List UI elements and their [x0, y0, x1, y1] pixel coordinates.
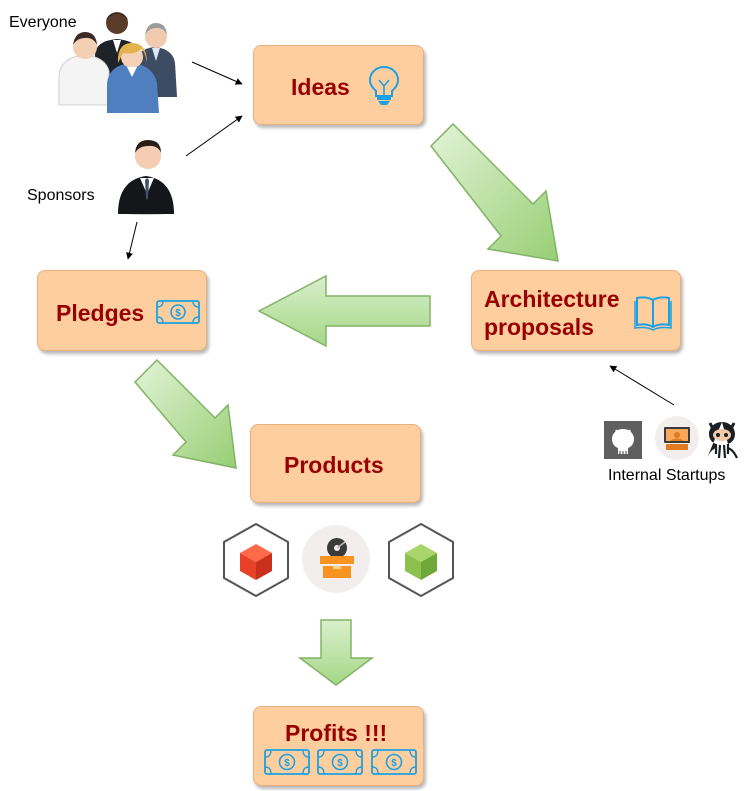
people-group-icon [58, 12, 177, 113]
products-box[interactable]: Products [250, 424, 421, 503]
products-label: Products [284, 452, 384, 478]
architecture-label-line2: proposals [484, 314, 594, 340]
developer-avatar-icon [655, 416, 699, 460]
red-package-icon [223, 522, 289, 598]
svg-text:$: $ [391, 758, 397, 769]
everyone-label: Everyone [9, 14, 77, 31]
svg-text:$: $ [337, 758, 343, 769]
lightbulb-icon [368, 65, 400, 105]
money-bill-icon: $ [156, 300, 200, 324]
arrow-products-to-profits [297, 619, 375, 686]
money-bill-icon: $ [264, 749, 310, 775]
money-bill-icon: $ [317, 749, 363, 775]
businessman-icon [118, 140, 174, 215]
github-square-icon [604, 421, 642, 459]
profits-label: Profits !!! [285, 720, 388, 746]
sponsors-label: Sponsors [27, 187, 95, 204]
arrow-pledges-to-products [133, 358, 237, 469]
connector-everyone-to-ideas [191, 61, 243, 85]
ideas-box[interactable]: Ideas [253, 45, 424, 125]
octocat-icon [707, 422, 738, 459]
connector-sponsors-to-pledges [126, 221, 138, 260]
ideas-label: Ideas [291, 74, 350, 100]
architecture-proposals-box[interactable]: Architecture proposals [471, 270, 681, 351]
profits-box[interactable]: Profits !!! $ $ $ [253, 706, 424, 786]
svg-text:$: $ [175, 308, 181, 319]
architecture-label-line1: Architecture [484, 286, 620, 312]
green-package-icon [388, 522, 454, 598]
software-box-icon [302, 525, 370, 593]
pledges-box[interactable]: Pledges $ [37, 270, 207, 351]
connector-startups-to-architecture [609, 365, 675, 406]
arrow-ideas-to-architecture [430, 122, 559, 262]
connector-sponsors-to-ideas [185, 115, 243, 157]
money-bill-icon: $ [371, 749, 417, 775]
svg-text:$: $ [284, 758, 290, 769]
internal-startups-label: Internal Startups [608, 467, 726, 484]
pledges-label: Pledges [56, 300, 145, 326]
arrow-architecture-to-pledges [257, 274, 431, 348]
book-icon [634, 296, 672, 331]
